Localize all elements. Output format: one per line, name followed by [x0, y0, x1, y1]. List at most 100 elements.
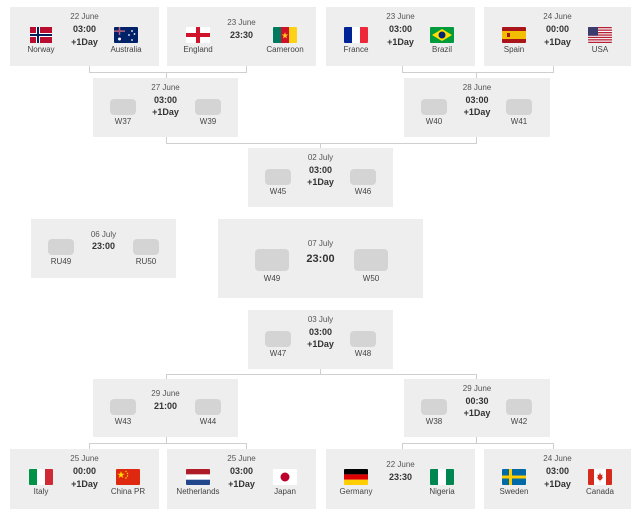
match-card-norway-australia[interactable]: 22 June 03:00 +1Day Norway Australia [10, 7, 159, 66]
match-time: 03:00 [545, 466, 570, 476]
match-day-offset: +1Day [463, 107, 491, 117]
match-card-qf-w38-w42[interactable]: 29 June 00:30 +1Day W38 W42 [404, 379, 550, 437]
bracket-line [166, 374, 477, 375]
match-card-italy-china[interactable]: 25 June 00:00 +1Day Italy China PR [10, 449, 159, 509]
match-card-spain-usa[interactable]: 24 June 00:00 +1Day Spain USA [484, 7, 631, 66]
team-name-away: Japan [274, 487, 296, 496]
team-placeholder-icon [133, 239, 159, 255]
match-date: 27 June [151, 83, 180, 92]
bracket-line [553, 443, 554, 449]
match-date: 22 June [386, 460, 415, 469]
nigeria-flag-icon [430, 469, 454, 485]
match-card-germany-nigeria[interactable]: 22 June 23:30 Germany Nigeria [326, 449, 475, 509]
team-name-home: Italy [33, 487, 49, 496]
match-time: 21:00 [153, 401, 178, 411]
team-name-home: W38 [425, 417, 443, 426]
bracket-line [166, 137, 167, 143]
team-name-home: Norway [27, 45, 55, 54]
england-flag-icon [186, 27, 210, 43]
match-day-offset: +1Day [544, 37, 571, 47]
match-card-sf-w45-w46[interactable]: 02 July 03:00 +1Day W45 W46 [248, 148, 393, 207]
match-time: 03:00 [72, 24, 97, 34]
match-date: 29 June [151, 389, 180, 398]
team-placeholder-icon [110, 399, 136, 415]
match-day-offset: +1Day [307, 177, 334, 187]
team-name-home: France [343, 45, 369, 54]
germany-flag-icon [344, 469, 368, 485]
team-name-away: W50 [362, 274, 380, 283]
match-date: 24 June [543, 12, 572, 21]
team-name-away: W46 [354, 187, 372, 196]
netherlands-flag-icon [186, 469, 210, 485]
bracket-line [89, 443, 247, 444]
team-name-away: W39 [199, 117, 217, 126]
match-date: 22 June [70, 12, 99, 21]
canada-flag-icon [588, 469, 612, 485]
match-day-offset: +1Day [307, 339, 334, 349]
bracket-line [402, 72, 554, 73]
match-card-qf-w40-w41[interactable]: 28 June 03:00 +1Day W40 W41 [404, 78, 550, 137]
team-name-home: Sweden [499, 487, 529, 496]
team-placeholder-icon [354, 249, 388, 271]
match-date: 06 July [90, 230, 117, 239]
team-name-away: Brazil [431, 45, 452, 54]
match-day-offset: +1Day [71, 37, 98, 47]
match-card-netherlands-japan[interactable]: 25 June 03:00 +1Day Netherlands Japan [167, 449, 316, 509]
match-card-england-cameroon[interactable]: 23 June 23:30 England Cameroon [167, 7, 316, 66]
match-card-qf-w37-w39[interactable]: 27 June 03:00 +1Day W37 W39 [93, 78, 238, 137]
team-placeholder-icon [110, 99, 136, 115]
team-placeholder-icon [255, 249, 289, 271]
match-day-offset: +1Day [387, 37, 414, 47]
team-placeholder-icon [195, 99, 221, 115]
match-day-offset: +1Day [71, 479, 98, 489]
match-time: 03:00 [465, 95, 489, 105]
team-placeholder-icon [421, 99, 447, 115]
match-time: 23:00 [306, 253, 335, 265]
team-placeholder-icon [48, 239, 74, 255]
match-card-third-place[interactable]: 06 July 23:00 RU49 RU50 [31, 219, 176, 278]
team-placeholder-icon [265, 331, 291, 347]
team-placeholder-icon [195, 399, 221, 415]
match-date: 24 June [543, 454, 572, 463]
team-name-away: Australia [110, 45, 142, 54]
match-card-final[interactable]: 07 July 23:00 W49 W50 [218, 219, 423, 298]
team-name-home: W43 [114, 417, 132, 426]
norway-flag-icon [29, 27, 53, 43]
match-day-offset: +1Day [544, 479, 571, 489]
match-day-offset: +1Day [228, 479, 255, 489]
bracket-line [166, 72, 167, 78]
bracket-line [246, 66, 247, 72]
match-day-offset: +1Day [152, 107, 179, 117]
bracket-line [553, 66, 554, 72]
match-date: 29 June [462, 384, 492, 393]
match-card-france-brazil[interactable]: 23 June 03:00 +1Day France Brazil [326, 7, 475, 66]
team-placeholder-icon [265, 169, 291, 185]
match-time: 23:00 [91, 241, 116, 251]
team-name-home: W37 [114, 117, 132, 126]
team-name-home: W45 [269, 187, 287, 196]
team-name-away: Nigeria [429, 487, 455, 496]
match-time: 03:00 [153, 95, 178, 105]
bracket-line [89, 443, 90, 449]
bracket-line [476, 374, 477, 379]
bracket-line [89, 72, 247, 73]
bracket-line [402, 443, 554, 444]
match-card-sweden-canada[interactable]: 24 June 03:00 +1Day Sweden Canada [484, 449, 631, 509]
match-card-sf-w47-w48[interactable]: 03 July 03:00 +1Day W47 W48 [248, 310, 393, 369]
match-time: 00:00 [72, 466, 97, 476]
team-name-away: RU50 [135, 257, 157, 266]
team-name-away: W42 [510, 417, 528, 426]
france-flag-icon [344, 27, 368, 43]
match-time: 23:30 [388, 472, 413, 482]
match-time: 00:30 [465, 396, 489, 406]
team-name-home: RU49 [50, 257, 72, 266]
team-name-away: W41 [510, 117, 528, 126]
bracket-line [476, 437, 477, 443]
match-date: 03 July [307, 315, 334, 324]
team-name-home: W40 [425, 117, 443, 126]
bracket-line [476, 137, 477, 143]
team-placeholder-icon [506, 99, 532, 115]
match-card-qf-w43-w44[interactable]: 29 June 21:00 W43 W44 [93, 379, 238, 437]
bracket-line [402, 443, 403, 449]
sweden-flag-icon [502, 469, 526, 485]
